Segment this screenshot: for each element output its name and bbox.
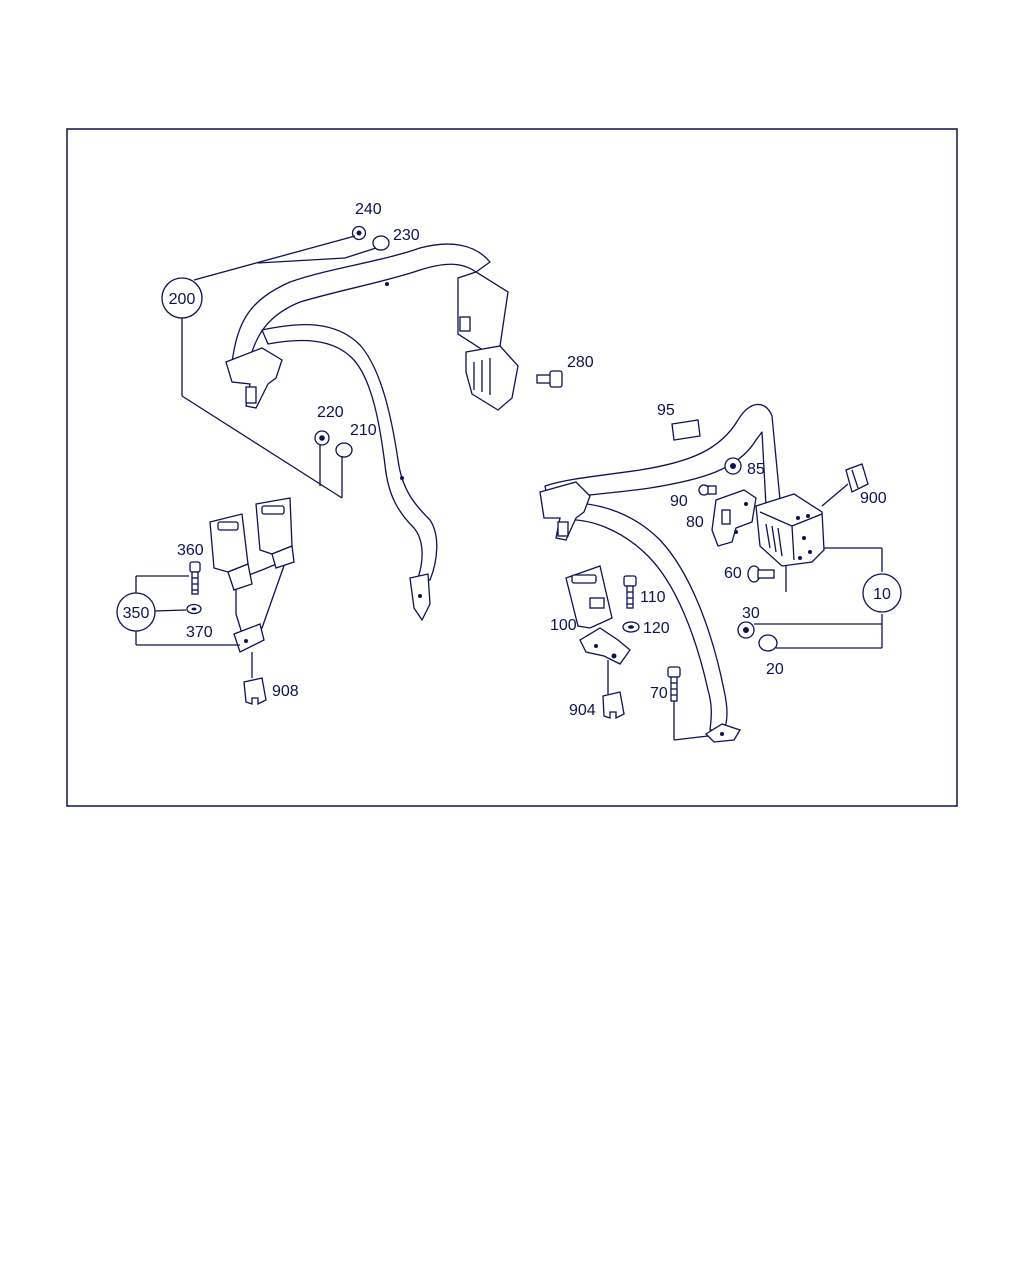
callout-350: 350 <box>116 592 156 632</box>
label-908: 908 <box>272 683 299 700</box>
label-20: 20 <box>766 661 784 678</box>
callout-200-text: 200 <box>169 291 196 308</box>
buckle-anchor-plate <box>233 623 265 653</box>
cover-908-icon <box>243 677 267 706</box>
right-belt-retractor <box>755 493 825 567</box>
left-belt-assembly <box>135 225 563 706</box>
cap-230-icon <box>372 235 390 251</box>
double-buckle-assembly <box>209 497 295 653</box>
washer-220-icon <box>314 430 330 446</box>
right-shoulder-belt <box>544 403 781 507</box>
label-220: 220 <box>317 404 344 421</box>
left-belt-guide <box>457 271 509 353</box>
left-shoulder-belt <box>231 243 491 367</box>
left-leader-lines <box>135 235 377 678</box>
left-tongue-slot <box>245 386 257 404</box>
left-belt-retractor <box>465 345 519 411</box>
part-labels: 240 230 280 220 210 360 370 908 95 85 90… <box>177 201 887 719</box>
bolt-110-icon <box>623 575 637 609</box>
label-patch-95-icon <box>671 419 701 441</box>
nut-85-icon <box>724 457 742 475</box>
label-60: 60 <box>724 565 742 582</box>
left-belt-tongue <box>225 347 283 409</box>
label-900: 900 <box>860 490 887 507</box>
bolt-60-icon <box>747 565 775 583</box>
label-360: 360 <box>177 542 204 559</box>
callout-200: 200 <box>161 277 203 319</box>
label-240: 240 <box>355 201 382 218</box>
label-95: 95 <box>657 402 675 419</box>
label-120: 120 <box>643 620 670 637</box>
callout-10-text: 10 <box>873 586 891 603</box>
label-30: 30 <box>742 605 760 622</box>
buckle-100-icon <box>565 565 631 665</box>
washer-120-icon <box>622 621 640 633</box>
label-370: 370 <box>186 624 213 641</box>
label-230: 230 <box>393 227 420 244</box>
label-80: 80 <box>686 514 704 531</box>
diagram-frame <box>66 128 958 807</box>
left-lap-belt <box>261 324 438 581</box>
washer-370-icon <box>186 603 202 615</box>
bolt-280-icon <box>536 370 563 388</box>
label-904: 904 <box>569 702 596 719</box>
bolt-90-icon <box>698 484 717 496</box>
label-100: 100 <box>550 617 577 634</box>
cover-904-icon <box>602 691 625 720</box>
height-adjuster-80-icon <box>711 489 757 547</box>
cap-210-icon <box>335 442 353 458</box>
label-90: 90 <box>670 493 688 510</box>
label-70: 70 <box>650 685 668 702</box>
label-210: 210 <box>350 422 377 439</box>
washer-240-icon <box>351 225 367 241</box>
callout-350-text: 350 <box>123 605 150 622</box>
label-85: 85 <box>747 461 765 478</box>
right-belt-tongue <box>539 481 591 541</box>
bolt-360-icon <box>189 561 201 595</box>
label-110: 110 <box>640 589 666 606</box>
bolt-70-icon <box>667 666 681 702</box>
right-belt-assembly <box>539 403 883 743</box>
cover-900-icon <box>845 463 869 493</box>
callout-10: 10 <box>862 573 902 613</box>
nut-30-icon <box>737 621 755 639</box>
right-leader-lines <box>607 483 883 741</box>
label-280: 280 <box>567 354 594 371</box>
cap-20-icon <box>758 634 778 652</box>
